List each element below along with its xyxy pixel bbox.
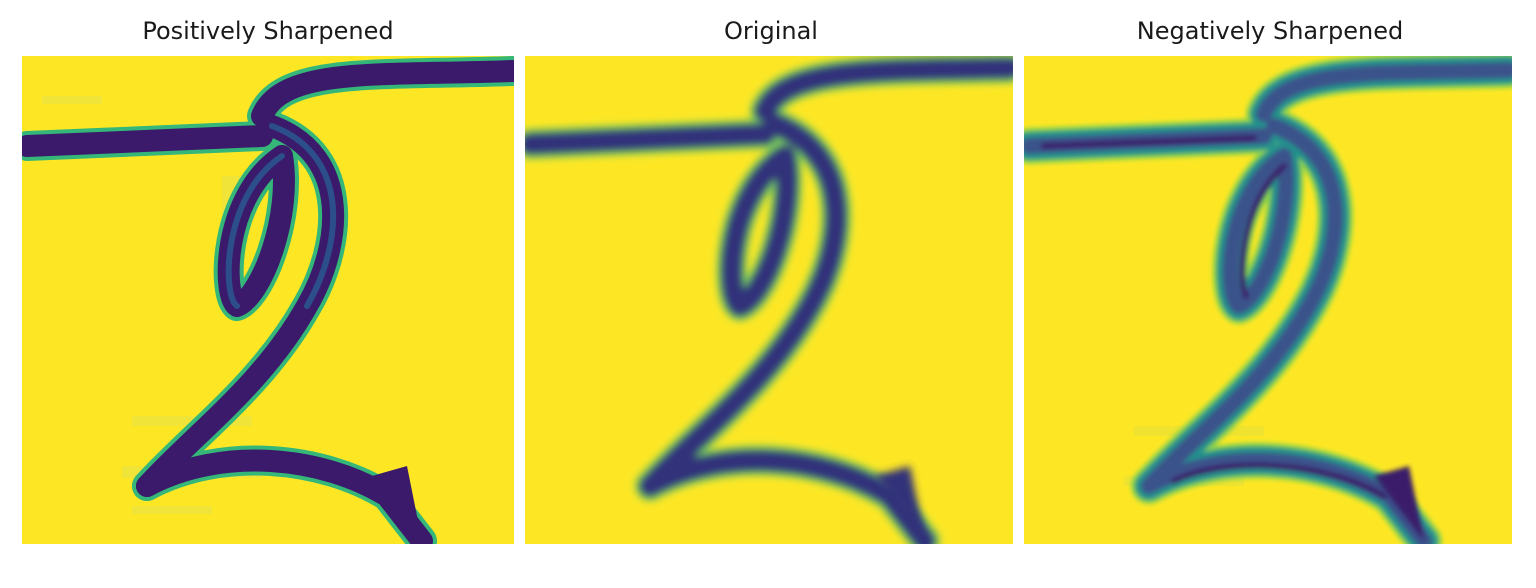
panel-original: Original — [525, 0, 1017, 560]
panel-negatively-sharpened: Negatively Sharpened — [1024, 0, 1516, 560]
image-negatively-sharpened — [1024, 56, 1512, 544]
image-original — [525, 56, 1013, 544]
panel-title: Original — [724, 17, 818, 45]
panel-title: Negatively Sharpened — [1136, 17, 1404, 45]
panel-positively-sharpened: Positively Sharpened — [22, 0, 514, 560]
panel-title: Positively Sharpened — [142, 17, 394, 45]
image-positively-sharpened — [22, 56, 514, 544]
